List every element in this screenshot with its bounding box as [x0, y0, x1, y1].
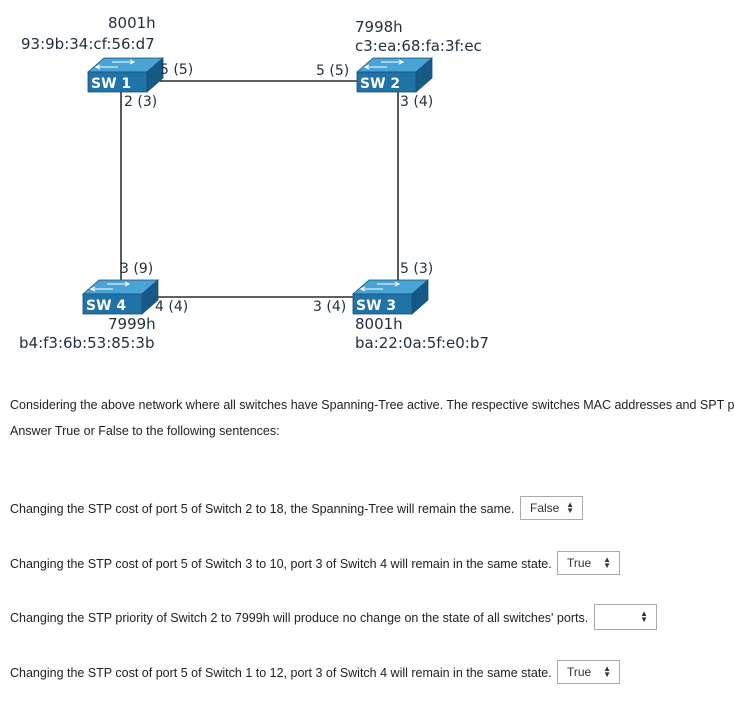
sw4-priority: 7999h	[108, 315, 156, 333]
statement-4: Changing the STP cost of port 5 of Switc…	[10, 666, 552, 680]
answer-select-4[interactable]: True ▲▼	[557, 660, 620, 684]
network-diagram: SW 1 SW 2 SW 4 SW 3	[81, 57, 434, 315]
sw4-port-right: 4 (4)	[155, 299, 189, 315]
statement-1: Changing the STP cost of port 5 of Switc…	[10, 502, 515, 516]
answer-select-1-value: False	[530, 501, 560, 515]
answer-select-4-value: True	[567, 665, 592, 679]
up-down-arrows-icon: ▲▼	[603, 555, 611, 570]
sw4-name: SW 4	[86, 298, 126, 314]
sw2-name: SW 2	[360, 76, 400, 92]
question-instruction: Answer True or False to the following se…	[10, 424, 280, 438]
answer-select-2-value: True	[567, 556, 592, 570]
sw3-name: SW 3	[356, 298, 396, 314]
answer-select-1[interactable]: False ▲▼	[520, 496, 583, 520]
sw2-mac: c3:ea:68:fa:3f:ec	[355, 37, 482, 55]
statement-2: Changing the STP cost of port 5 of Switc…	[10, 557, 552, 571]
sw3-mac: ba:22:0a:5f:e0:b7	[355, 334, 489, 352]
sw2-port-left: 5 (5)	[316, 63, 350, 79]
switch-sw3-icon: SW 3	[351, 279, 430, 315]
sw1-port-down: 2 (3)	[124, 94, 158, 110]
up-down-arrows-icon: ▲▼	[603, 664, 611, 679]
sw2-priority: 7998h	[355, 18, 403, 36]
sw4-mac: b4:f3:6b:53:85:3b	[19, 334, 155, 352]
sw2-port-down: 3 (4)	[400, 94, 434, 110]
sw3-priority: 8001h	[355, 315, 403, 333]
question-intro: Considering the above network where all …	[10, 398, 734, 412]
sw1-port-right: 5 (5)	[160, 62, 194, 78]
answer-select-2[interactable]: True ▲▼	[557, 551, 620, 575]
sw1-name: SW 1	[91, 76, 131, 92]
switch-sw2-icon: SW 2	[355, 57, 434, 93]
sw3-port-up: 5 (3)	[400, 261, 434, 277]
answer-select-3[interactable]: ▲▼	[594, 604, 657, 630]
switch-sw4-icon: SW 4	[81, 279, 160, 315]
sw4-port-up: 3 (9)	[120, 261, 154, 277]
up-down-arrows-icon: ▲▼	[566, 500, 574, 515]
sw3-port-left: 3 (4)	[313, 299, 347, 315]
up-down-arrows-icon: ▲▼	[640, 609, 648, 624]
switch-sw1-icon: SW 1	[86, 57, 165, 93]
statement-3: Changing the STP priority of Switch 2 to…	[10, 611, 589, 625]
sw1-mac: 93:9b:34:cf:56:d7	[21, 35, 155, 53]
sw1-priority: 8001h	[108, 14, 156, 32]
